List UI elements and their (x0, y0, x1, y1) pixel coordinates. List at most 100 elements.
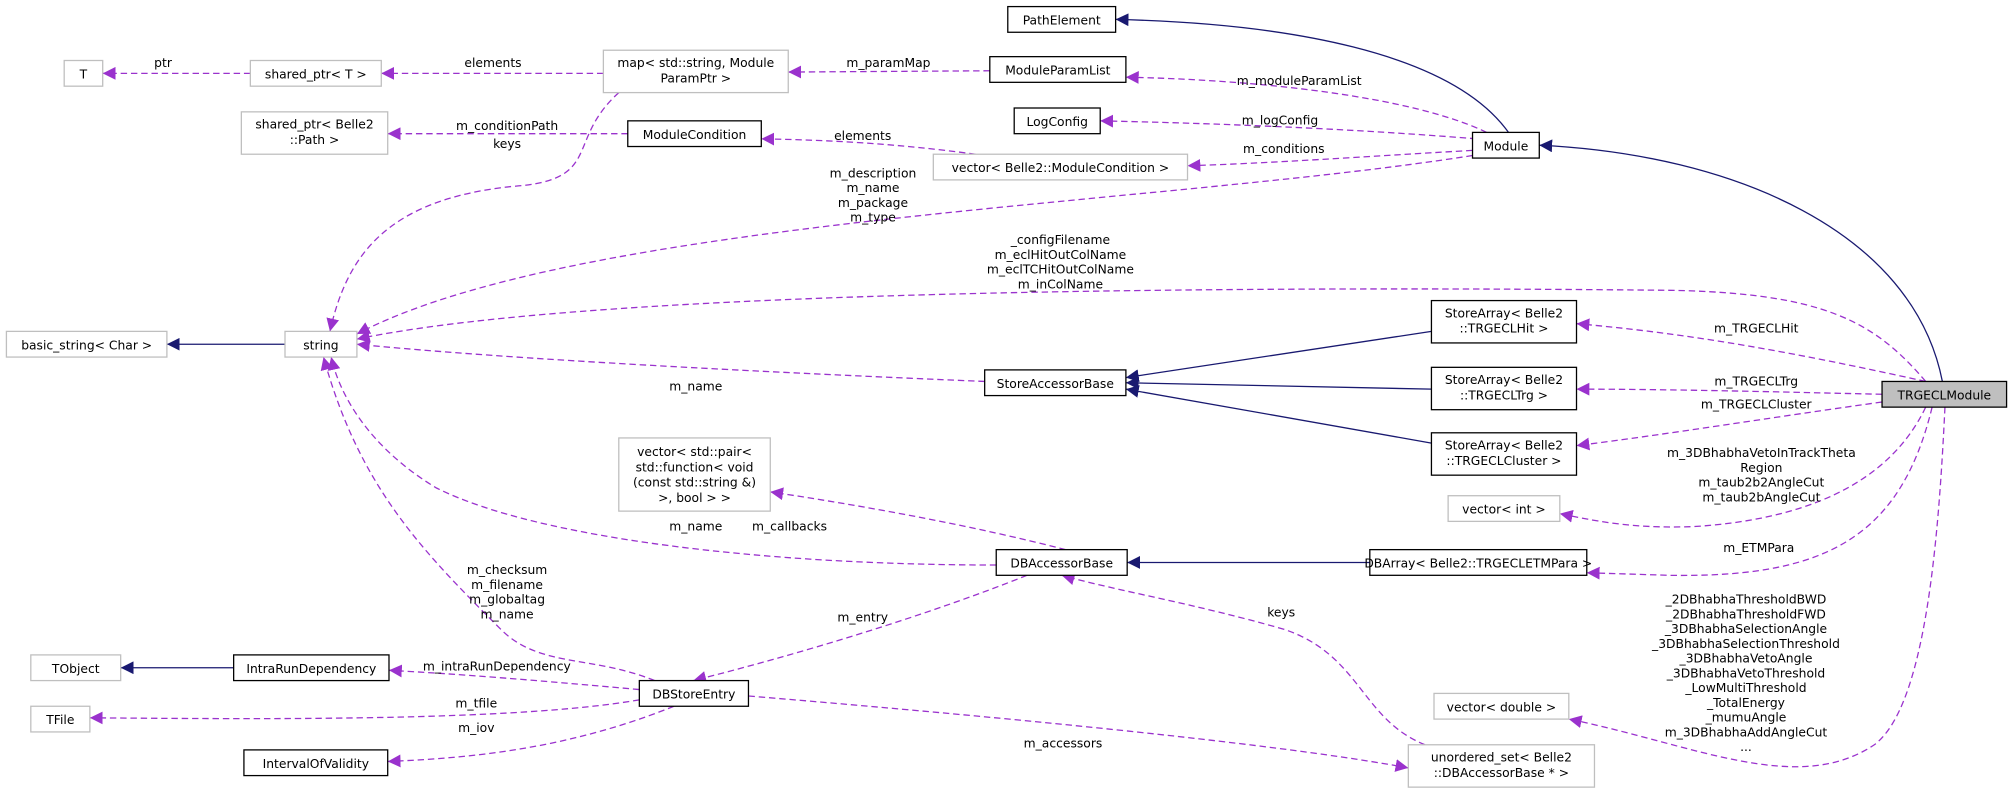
edge-storearray-cluster-to-sab (1125, 385, 1432, 444)
edge-storearray-trg-to-sab (1125, 376, 1432, 390)
usage-edges (89, 65, 1946, 772)
edge-label-line: m_globaltag (469, 593, 545, 607)
node-shared-ptr-path[interactable]: shared_ptr< Belle2 ::Path > (240, 111, 389, 155)
edge-label-line: _mumuAngle (1705, 711, 1787, 725)
edge-param-map (788, 65, 990, 79)
node-trgecl-module[interactable]: TRGECLModule (1881, 380, 2008, 408)
edge-sab-name (356, 339, 985, 383)
node-label: StoreArray< Belle2 (1445, 438, 1563, 452)
node-tobject[interactable]: TObject (30, 654, 122, 682)
edge-label-line: m_name (481, 607, 534, 621)
edge-label-conditions: m_conditions (1243, 142, 1325, 156)
edge-label-line: _2DBhabhaThresholdBWD (1665, 593, 1827, 607)
node-label: StoreArray< Belle2 (1445, 373, 1563, 387)
node-label: vector< std::pair< (637, 445, 752, 459)
node-label: IntervalOfValidity (263, 757, 369, 771)
node-label: StoreArray< Belle2 (1445, 306, 1563, 320)
node-db-array[interactable]: DBArray< Belle2::TRGECLETMPara > (1364, 548, 1592, 576)
node-store-array-cluster[interactable]: StoreArray< Belle2 ::TRGECLCluster > (1430, 432, 1578, 476)
node-label: PathElement (1023, 14, 1101, 28)
edge-label-line: ... (1740, 740, 1752, 754)
node-store-array-trg[interactable]: StoreArray< Belle2 ::TRGECLTrg > (1430, 366, 1578, 411)
edge-label-dba-name: m_name (669, 519, 722, 533)
node-label: vector< double > (1447, 700, 1556, 714)
edge-label-trgecl-trg: m_TRGECLTrg (1714, 374, 1798, 388)
node-label: TObject (51, 662, 100, 676)
edge-label-line: m_eclTCHitOutColName (987, 263, 1134, 277)
edge-label-keys-set: keys (1267, 605, 1295, 619)
node-string[interactable]: string (284, 330, 358, 358)
edge-label-intra-run: m_intraRunDependency (423, 659, 571, 673)
node-label: ::TRGECLCluster > (1446, 454, 1561, 468)
node-intra-run-dependency[interactable]: IntraRunDependency (233, 654, 390, 682)
node-label: DBStoreEntry (652, 688, 735, 702)
edge-trgecl-strings (356, 288, 1927, 382)
node-label: ::TRGECLHit > (1460, 322, 1549, 336)
edge-label-line: _2DBhabhaThresholdFWD (1665, 607, 1826, 621)
node-store-array-hit[interactable]: StoreArray< Belle2 ::TRGECLHit > (1430, 299, 1578, 344)
edge-label-line: m_package (838, 196, 908, 210)
node-vector-int[interactable]: vector< int > (1447, 495, 1561, 523)
node-label: ::TRGECLTrg > (1460, 388, 1548, 402)
edge-elements-cond (761, 132, 976, 155)
edge-label-param-map: m_paramMap (846, 56, 930, 70)
node-t[interactable]: T (63, 59, 104, 87)
edge-keys-map (326, 92, 620, 332)
node-label: ::Path > (290, 133, 340, 147)
node-log-config[interactable]: LogConfig (1013, 107, 1101, 135)
edge-dbse-strings (320, 356, 655, 682)
node-interval-of-validity[interactable]: IntervalOfValidity (243, 749, 389, 777)
node-tfile[interactable]: TFile (30, 705, 91, 733)
edge-trgeclmodule-to-module (1539, 139, 1944, 382)
edge-label-trgecl-hit: m_TRGECLHit (1714, 322, 1799, 336)
node-label: Module (1484, 139, 1529, 153)
node-basic-string[interactable]: basic_string< Char > (5, 330, 168, 358)
edge-label-line: m_taub2bAngleCut (1702, 490, 1820, 504)
edge-label-line: m_3DBhabhaVetoInTrackTheta (1667, 446, 1856, 460)
edge-label-vector-int-members: m_3DBhabhaVetoInTrackTheta Region m_taub… (1667, 446, 1856, 504)
node-label: shared_ptr< T > (265, 67, 367, 81)
node-vector-double[interactable]: vector< double > (1433, 692, 1570, 720)
inheritance-edges (120, 13, 1944, 675)
edge-log-config (1100, 114, 1477, 140)
node-module-param-list[interactable]: ModuleParamList (989, 56, 1127, 83)
edge-label-line: m_checksum (467, 563, 547, 577)
node-label: DBArray< Belle2::TRGECLETMPara > (1364, 557, 1592, 571)
node-shared-ptr-t[interactable]: shared_ptr< T > (249, 59, 382, 87)
node-label: DBAccessorBase (1010, 557, 1113, 571)
node-label: TRGECLModule (1897, 388, 1992, 402)
edge-entry (693, 574, 1028, 684)
node-map-param[interactable]: map< std::string, Module ParamPtr > (602, 49, 789, 94)
node-label: ParamPtr > (661, 71, 732, 85)
node-store-accessor-base[interactable]: StoreAccessorBase (984, 369, 1127, 397)
node-db-store-entry[interactable]: DBStoreEntry (638, 679, 750, 707)
node-label: vector< Belle2::ModuleCondition > (952, 161, 1170, 175)
edge-label-module-strings: m_description m_name m_package m_type (830, 166, 917, 224)
edge-label-line: m_filename (471, 578, 543, 592)
node-label: IntraRunDependency (246, 662, 376, 676)
edge-label-dbse-strings: m_checksum m_filename m_globaltag m_name (467, 563, 547, 621)
node-unordered-set[interactable]: unordered_set< Belle2 ::DBAccessorBase *… (1407, 744, 1596, 788)
edge-label-vector-double-members: _2DBhabhaThresholdBWD _2DBhabhaThreshold… (1651, 593, 1840, 755)
node-module[interactable]: Module (1471, 131, 1540, 159)
edge-label-line: _LowMultiThreshold (1684, 681, 1806, 695)
edge-label-entry: m_entry (837, 611, 888, 625)
edge-iov (387, 705, 675, 768)
node-module-condition[interactable]: ModuleCondition (627, 120, 762, 148)
edge-label-log-config: m_logConfig (1242, 114, 1318, 128)
edge-label-line: m_3DBhabhaAddAngleCut (1665, 725, 1828, 739)
node-vector-pair[interactable]: vector< std::pair< std::function< void (… (618, 437, 771, 512)
edge-label-line: _3DBhabhaSelectionAngle (1664, 622, 1827, 636)
edge-callbacks (770, 487, 1066, 551)
edge-label-condition-path: m_conditionPath (456, 119, 558, 133)
edge-module-strings (356, 154, 1473, 335)
node-db-accessor-base[interactable]: DBAccessorBase (995, 548, 1128, 576)
node-label: shared_ptr< Belle2 (255, 118, 373, 132)
edge-label-line: m_description (830, 166, 917, 180)
edge-dba-name (327, 356, 997, 566)
node-vector-module-condition[interactable]: vector< Belle2::ModuleCondition > (932, 153, 1189, 181)
edge-label-line: m_eclHitOutColName (995, 248, 1127, 262)
node-label: (const std::string &) (633, 476, 756, 490)
node-path-element[interactable]: PathElement (1007, 5, 1117, 33)
